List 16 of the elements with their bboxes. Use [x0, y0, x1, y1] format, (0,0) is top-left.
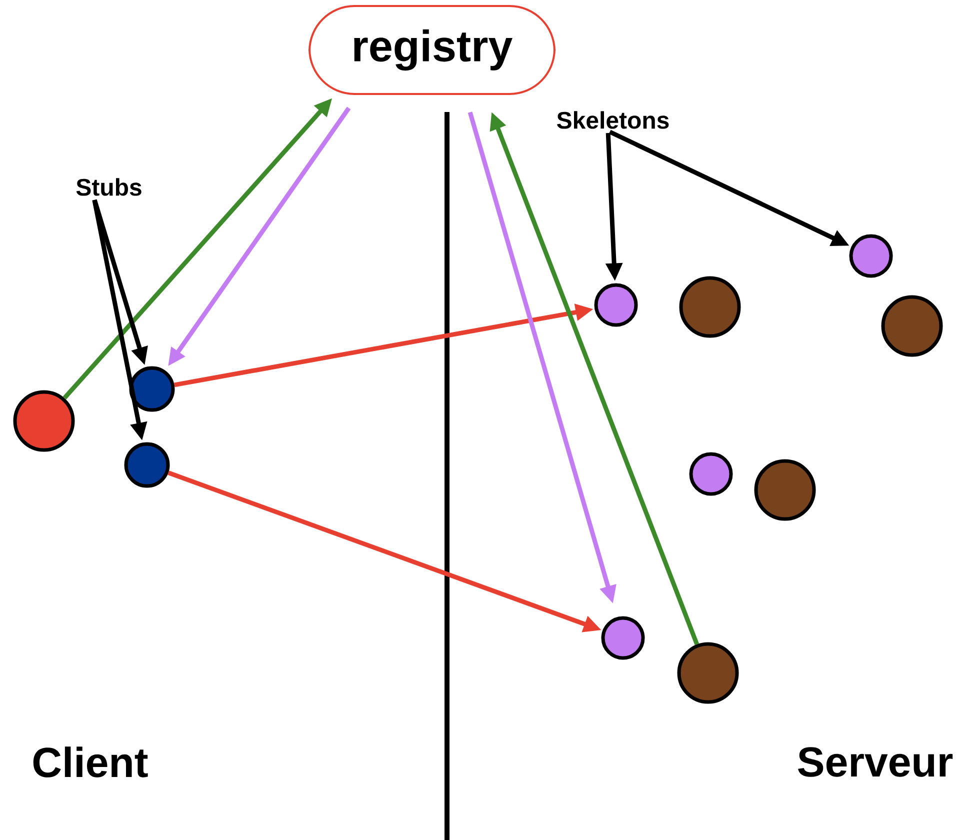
skeleton-circle [849, 234, 893, 278]
stubs-label: Stubs [76, 178, 142, 196]
skeletons-label: Skeletons [557, 111, 669, 129]
stub-circle [124, 442, 170, 488]
skeleton-circle [594, 283, 638, 327]
client-circle [13, 390, 75, 452]
skeleton-circle [689, 452, 733, 496]
stub-circle [129, 366, 175, 412]
object-circle [881, 295, 943, 357]
side-label: Client [33, 746, 148, 778]
object-circle [679, 276, 741, 338]
object-circle [677, 642, 739, 704]
side-label: Serveur [798, 747, 953, 777]
object-circle [754, 459, 816, 521]
skeleton-circle [601, 616, 645, 660]
registry-box: registry [308, 4, 556, 95]
